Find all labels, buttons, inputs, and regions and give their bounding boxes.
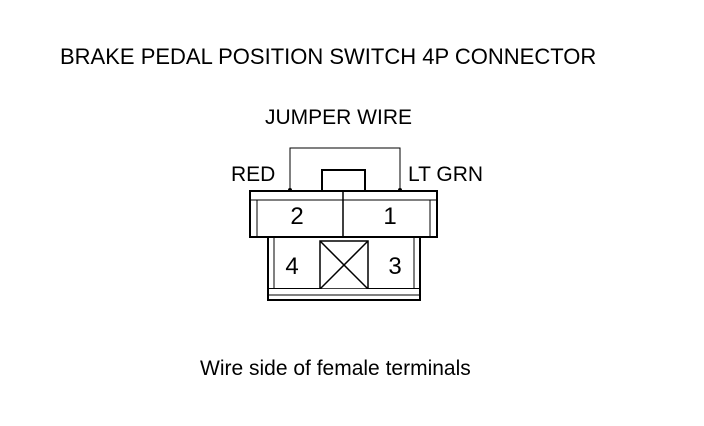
terminal-3: 3 [388, 253, 401, 280]
terminal-4: 4 [285, 253, 298, 280]
wire-color-left-label: RED [231, 163, 276, 186]
jumper-wire [289, 147, 401, 190]
lock-tab [321, 169, 366, 191]
empty-cavity-cross-b [319, 240, 369, 290]
terminal-2: 2 [290, 203, 303, 230]
jumper-wire-label: JUMPER WIRE [265, 106, 412, 129]
terminal-1: 1 [383, 203, 396, 230]
wire-color-right-label: LT GRN [408, 163, 484, 186]
diagram-title: BRAKE PEDAL POSITION SWITCH 4P CONNECTOR [60, 44, 597, 69]
diagram-caption: Wire side of female terminals [200, 357, 471, 380]
